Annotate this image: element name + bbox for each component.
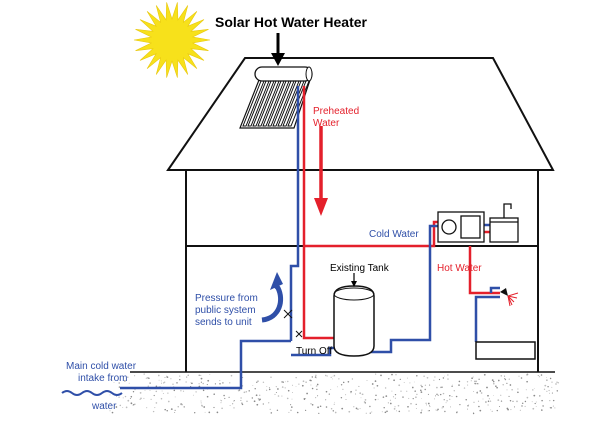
solar-collector-icon	[239, 66, 313, 129]
pressure-arrow	[261, 272, 284, 323]
title-arrow	[271, 33, 285, 66]
label-main-line3: water	[91, 401, 117, 412]
diagram-title: Solar Hot Water Heater	[215, 14, 368, 30]
roof	[166, 57, 555, 171]
tank-label-arrow	[351, 273, 357, 287]
cold-pipe-riser-left	[289, 86, 300, 341]
water-tank-icon	[333, 285, 375, 357]
bathtub-icon	[475, 341, 536, 360]
washer-icon	[437, 211, 485, 243]
sink-icon	[489, 203, 519, 243]
turn-off-valve-icon	[295, 330, 303, 338]
label-pressure-line2: public system	[195, 305, 256, 316]
label-main-line1: Main cold water	[66, 361, 137, 372]
label-existing-tank: Existing Tank	[330, 263, 390, 274]
label-cold-water: Cold Water	[369, 229, 419, 240]
hot-pipe-to-sink	[304, 220, 438, 248]
cold-pipe-shower-head	[489, 286, 500, 293]
cold-pipe-to-tank	[291, 346, 336, 357]
label-pressure-line3: sends to unit	[195, 317, 252, 328]
ground	[109, 373, 560, 415]
valve-icon	[283, 309, 293, 319]
water-wave	[61, 390, 123, 396]
label-preheated-line2: Water	[313, 118, 340, 129]
label-turn-off: Turn Off	[296, 346, 332, 357]
shower-icon	[500, 288, 519, 307]
preheated-arrow	[314, 126, 328, 216]
cold-pipe-to-shower	[474, 295, 500, 342]
label-preheated-line1: Preheated	[313, 106, 359, 117]
label-pressure-line1: Pressure from	[195, 293, 258, 304]
cold-pipe-main-intake	[120, 339, 291, 390]
label-hot-water: Hot Water	[437, 263, 482, 274]
label-main-line2: intake from	[78, 373, 127, 384]
sun-icon	[133, 2, 211, 78]
